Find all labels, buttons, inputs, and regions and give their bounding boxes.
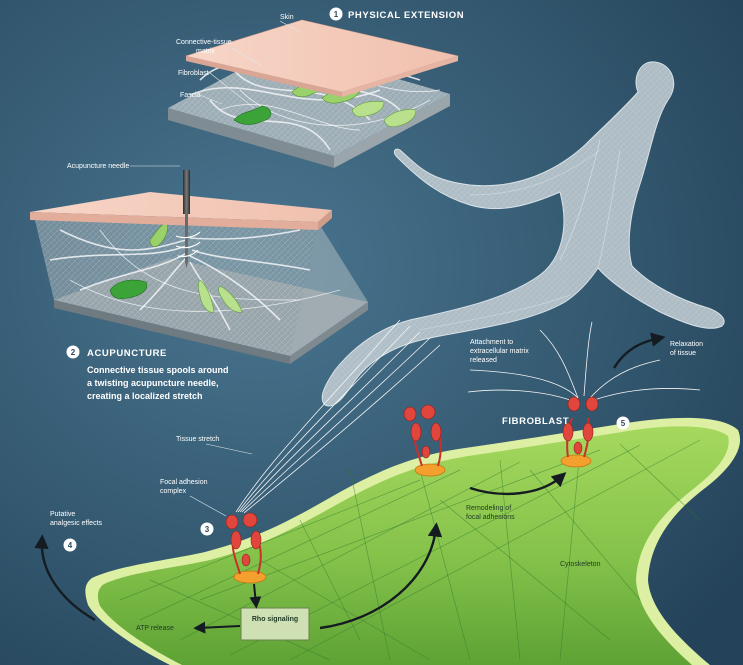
- focal-adhesion-label-line-1: Focal adhesion: [160, 479, 208, 486]
- relaxation-label-line-1: Relaxation: [670, 341, 703, 348]
- acupuncture-heading: ACUPUNCTURE: [87, 348, 167, 359]
- fibroblast-title: FIBROBLAST: [502, 416, 569, 427]
- tissue-stretch-label: Tissue stretch: [176, 436, 219, 443]
- atp-release-label: ATP release: [136, 625, 174, 632]
- remodeling-label-line-2: focal adhesions: [466, 514, 515, 521]
- skin-label: Skin: [280, 14, 294, 21]
- attachment-label-line-1: Attachment to: [470, 339, 513, 346]
- step-number-5: 5: [621, 419, 626, 428]
- step-number-1: 1: [334, 10, 339, 19]
- rho-signaling-label: Rho signaling: [252, 616, 298, 623]
- putative-label-line-1: Putative: [50, 511, 75, 518]
- focal-adhesion-label-line-2: complex: [160, 488, 187, 495]
- step-number-4: 4: [68, 541, 73, 550]
- attachment-label-line-3: released: [470, 357, 497, 364]
- remodeling-label-line-1: Remodeling of: [466, 505, 511, 512]
- cytoskeleton-label: Cytoskeleton: [560, 561, 601, 568]
- fibroblast-label: Fibroblast: [178, 70, 209, 77]
- relaxation-label-line-2: of tissue: [670, 350, 696, 357]
- needle-label: Acupuncture needle: [67, 163, 129, 170]
- acupuncture-description-line-3: creating a localized stretch: [87, 391, 203, 401]
- fascia-label: Fascia: [180, 92, 201, 99]
- physical-extension-heading: PHYSICAL EXTENSION: [348, 10, 464, 21]
- step-number-2: 2: [71, 348, 76, 357]
- attachment-label-line-2: extracellular matrix: [470, 348, 529, 355]
- step-number-3: 3: [205, 525, 210, 534]
- acupuncture-description-line-1: Connective tissue spools around: [87, 365, 229, 375]
- rho-signaling-box: [241, 608, 309, 640]
- acupuncture-needle: [183, 170, 190, 214]
- putative-label-line-2: analgesic effects: [50, 520, 103, 527]
- acupuncture-description-line-2: a twisting acupuncture needle,: [87, 378, 219, 388]
